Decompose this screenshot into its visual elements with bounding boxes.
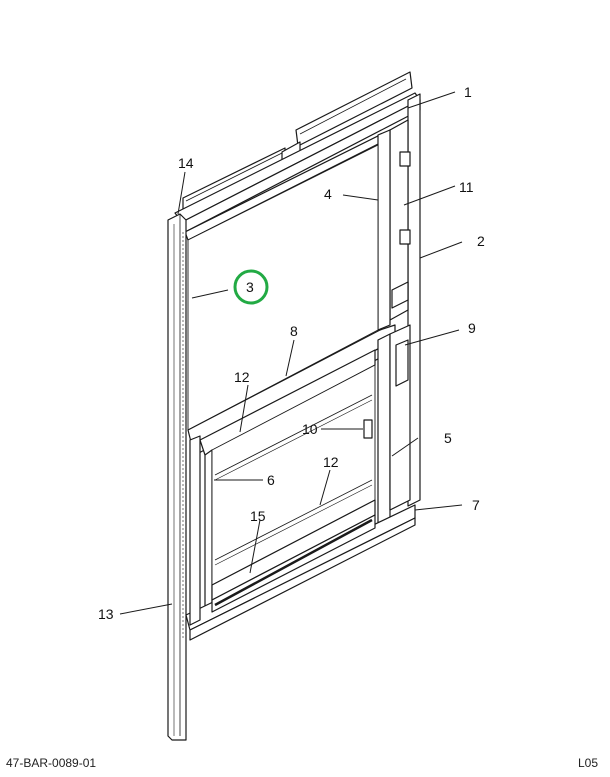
callout-14[interactable]: 14 bbox=[178, 155, 194, 171]
callout-15[interactable]: 15 bbox=[250, 508, 266, 524]
callout-6[interactable]: 6 bbox=[267, 472, 275, 488]
highlight-circle bbox=[233, 269, 269, 305]
callout-2[interactable]: 2 bbox=[477, 233, 485, 249]
callout-11[interactable]: 11 bbox=[459, 179, 474, 195]
callout-13[interactable]: 13 bbox=[98, 606, 114, 622]
callout-12-lower[interactable]: 12 bbox=[323, 454, 339, 470]
drawing-code: L05 bbox=[577, 756, 598, 770]
leader-lines bbox=[119, 91, 463, 615]
callout-10[interactable]: 10 bbox=[302, 421, 318, 437]
callout-9[interactable]: 9 bbox=[468, 320, 476, 336]
callout-4[interactable]: 4 bbox=[324, 186, 332, 202]
callout-5[interactable]: 5 bbox=[444, 430, 452, 446]
callout-8[interactable]: 8 bbox=[290, 323, 298, 339]
window-frame-drawing bbox=[167, 71, 421, 741]
callout-labels: 1 2 3 4 5 6 7 8 9 10 11 12 12 13 14 15 bbox=[98, 84, 485, 622]
callout-12-upper[interactable]: 12 bbox=[234, 369, 250, 385]
callout-3[interactable]: 3 bbox=[246, 279, 254, 295]
callout-1[interactable]: 1 bbox=[464, 84, 472, 100]
drawing-id: 47-BAR-0089-01 bbox=[6, 756, 97, 770]
callout-7[interactable]: 7 bbox=[472, 497, 480, 513]
